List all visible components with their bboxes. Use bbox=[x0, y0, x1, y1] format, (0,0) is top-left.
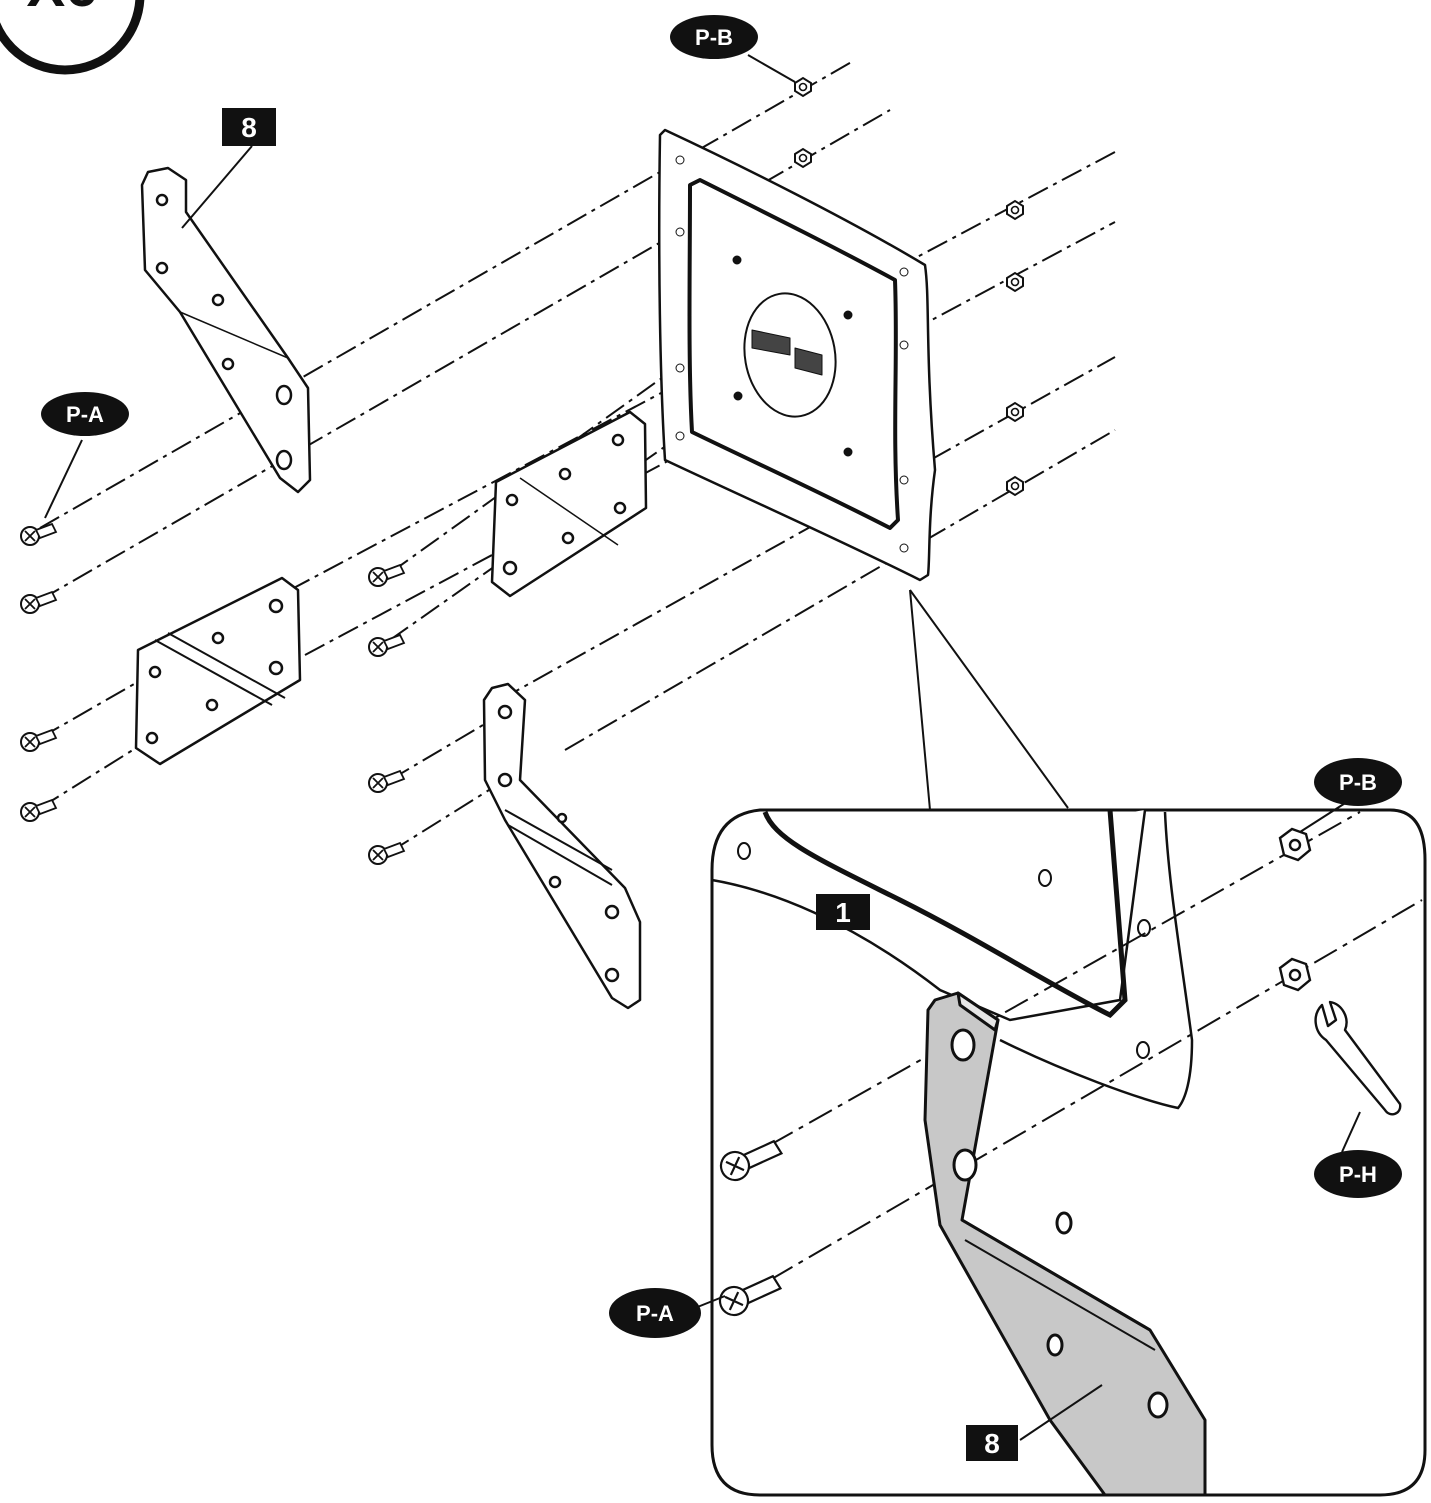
callout-pb-detail-text: P-B bbox=[1339, 770, 1377, 795]
vesa-plate bbox=[657, 128, 937, 582]
bracket-top-left bbox=[140, 166, 312, 494]
leader-lines bbox=[44, 54, 1069, 811]
callout-pa-detail: P-A bbox=[609, 1288, 701, 1338]
callout-pb-top-text: P-B bbox=[695, 25, 733, 50]
bracket-detail bbox=[923, 991, 1207, 1497]
part-tag-8-detail: 8 bbox=[966, 1425, 1018, 1461]
step-badge-text: X6 bbox=[27, 0, 98, 19]
callout-pb-top: P-B bbox=[670, 15, 758, 59]
callout-ph-detail: P-H bbox=[1314, 1150, 1402, 1198]
callout-ph-detail-text: P-H bbox=[1339, 1162, 1377, 1187]
callout-pb-detail: P-B bbox=[1314, 758, 1402, 806]
wrench-icon bbox=[1314, 1000, 1402, 1116]
plate-center bbox=[490, 410, 648, 598]
part-tag-8-detail-text: 8 bbox=[984, 1428, 1000, 1459]
step-badge: X6 bbox=[0, 0, 145, 75]
part-tag-8-top-text: 8 bbox=[241, 112, 257, 143]
bracket-lower bbox=[482, 682, 642, 1010]
detail-bolts bbox=[718, 1139, 784, 1317]
callout-pa-detail-text: P-A bbox=[636, 1301, 674, 1326]
detail-nuts bbox=[1278, 827, 1312, 992]
plate-left-middle bbox=[134, 576, 302, 766]
callout-pa-left-text: P-A bbox=[66, 402, 104, 427]
callout-pa-left: P-A bbox=[41, 392, 129, 436]
part-tag-1-detail-text: 1 bbox=[835, 897, 851, 928]
detail-inset: 1 8 P-B P-H P-A bbox=[609, 758, 1427, 1497]
part-tag-1-detail: 1 bbox=[816, 894, 870, 930]
part-tag-8-top: 8 bbox=[222, 108, 276, 146]
